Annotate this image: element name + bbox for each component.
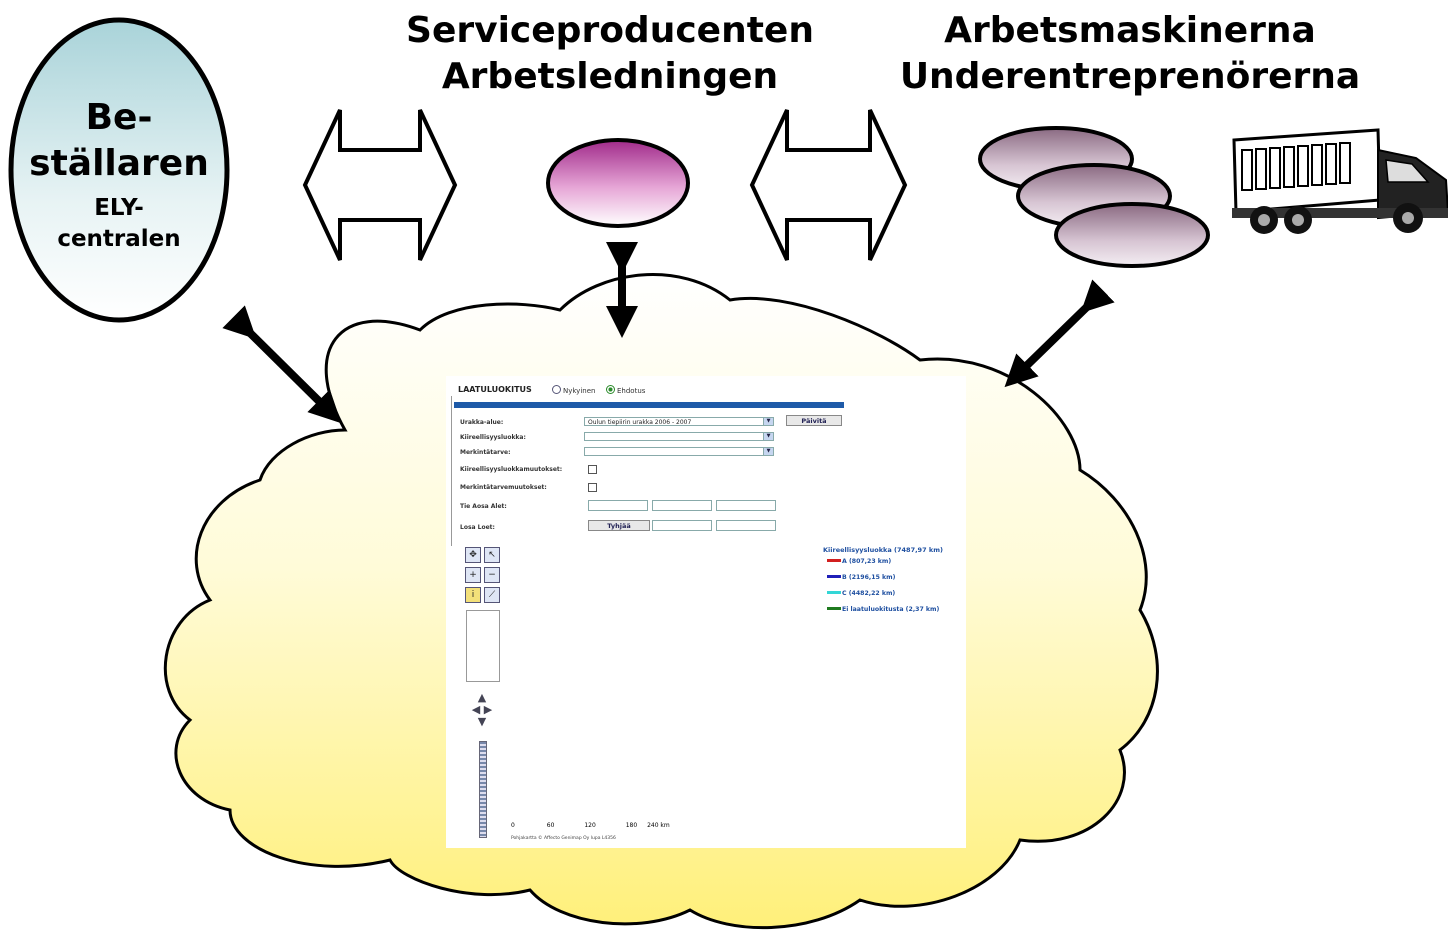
machines-line1: Arbetsmaskinerna: [944, 10, 1316, 51]
legend-title: Kiireellisyysluokka (7487,97 km): [823, 546, 943, 554]
radio-proposal[interactable]: Ehdotus: [606, 385, 645, 395]
panel-divider: [451, 396, 452, 546]
legend-swatch-b: [827, 575, 841, 578]
label-urakka-alue: Urakka-alue:: [460, 419, 504, 426]
info-icon[interactable]: i: [465, 587, 481, 603]
orderer-line4: centralen: [57, 226, 181, 252]
label-merkintatarve: Merkintätarve:: [460, 449, 511, 456]
label-losa-loet: Losa Loet:: [460, 524, 495, 531]
pan-arrows-icon[interactable]: ▲◀ ▶▼: [471, 691, 493, 728]
service-producer-ellipse: [546, 138, 690, 228]
legend-item-a: A (807,23 km): [827, 558, 891, 565]
service-producer-line2: Arbetsledningen: [441, 56, 779, 97]
update-button[interactable]: Päivitä: [786, 415, 842, 426]
legend-swatch-a: [827, 559, 841, 562]
label-kiireellisyysluokka: Kiireellisyysluokka:: [460, 434, 526, 441]
arrow-orderer-cloud: [222, 305, 342, 424]
radio-proposal-label: Ehdotus: [617, 387, 646, 395]
overview-map-icon[interactable]: [466, 610, 500, 682]
legend-label-a: A (807,23 km): [842, 558, 892, 565]
chevron-down-icon: ▼: [763, 418, 773, 425]
orderer-line2: ställaren: [29, 143, 209, 184]
title-bar: [454, 402, 844, 408]
legend-swatch-c: [827, 591, 841, 594]
radio-current[interactable]: Nykyinen: [552, 385, 595, 395]
measure-icon[interactable]: ⟋: [484, 587, 500, 603]
scale-label-180: 180: [625, 822, 638, 829]
aosa-input[interactable]: [652, 500, 712, 511]
machines-line2: Underentreprenörerna: [899, 56, 1361, 97]
merkintatarvemuutokset-checkbox[interactable]: [588, 483, 597, 492]
legend-label-c: C (4482,22 km): [842, 590, 896, 597]
app-screenshot: LAATULUOKITUS Nykyinen Ehdotus Urakka-al…: [446, 376, 966, 848]
machines-heading: Arbetsmaskinerna Underentreprenörerna: [875, 8, 1385, 100]
hollow-double-arrow-left: [302, 109, 458, 261]
map-copyright: Pohjakartta © Affecto Genimap Oy lupa L4…: [511, 836, 616, 841]
alet-input[interactable]: [716, 500, 776, 511]
merkintatarve-select[interactable]: ▼: [584, 447, 774, 456]
service-producer-heading: Serviceproducenten Arbetsledningen: [385, 8, 835, 100]
kiireellisyysluokka-select[interactable]: ▼: [584, 432, 774, 441]
zoom-out-icon[interactable]: −: [484, 567, 500, 583]
urakka-select-value: Oulun tiepiirin urakka 2006 - 2007: [588, 419, 692, 426]
scale-label-240: 240 km: [647, 822, 670, 829]
chevron-down-icon: ▼: [763, 433, 773, 440]
losa-input[interactable]: [652, 520, 712, 531]
machine-ellipse-3: [1054, 202, 1210, 268]
loet-input[interactable]: [716, 520, 776, 531]
chevron-down-icon: ▼: [763, 448, 773, 455]
map-scale: 0 60 120 180 240 km: [511, 822, 670, 829]
orderer-line1: Be-: [85, 97, 153, 138]
kiireellisyysluokkamuutokset-checkbox[interactable]: [588, 465, 597, 474]
zoom-slider[interactable]: [479, 741, 487, 838]
orderer-ellipse: [8, 17, 230, 323]
pan-tool-icon[interactable]: ✥: [465, 547, 481, 563]
scale-label-120: 120: [584, 822, 596, 829]
legend-swatch-unclassified: [827, 607, 841, 610]
app-title: LAATULUOKITUS: [458, 385, 532, 394]
radio-current-label: Nykyinen: [563, 387, 596, 395]
legend-item-unclassified: Ei laatuluokitusta (2,37 km): [827, 606, 939, 613]
orderer-line3: ELY-: [94, 195, 144, 221]
urakka-select[interactable]: Oulun tiepiirin urakka 2006 - 2007 ▼: [584, 417, 774, 426]
zoom-in-icon[interactable]: +: [465, 567, 481, 583]
legend-item-c: C (4482,22 km): [827, 590, 895, 597]
service-producer-line1: Serviceproducenten: [406, 10, 814, 51]
select-tool-icon[interactable]: ↖: [484, 547, 500, 563]
label-kiireellisyysluokkamuutokset: Kiireellisyysluokkamuutokset:: [460, 466, 563, 473]
legend-label-unclassified: Ei laatuluokitusta (2,37 km): [842, 606, 940, 613]
tie-input[interactable]: [588, 500, 648, 511]
clear-button[interactable]: Tyhjää: [588, 520, 650, 531]
legend-item-b: B (2196,15 km): [827, 574, 895, 581]
legend-label-b: B (2196,15 km): [842, 574, 896, 581]
label-merkintatarvemuutokset: Merkintätarvemuutokset:: [460, 484, 547, 491]
hollow-double-arrow-right: [749, 109, 908, 261]
scale-label-60: 60: [546, 822, 555, 829]
truck-icon: [1232, 128, 1448, 234]
arrow-machines-cloud: [1004, 279, 1115, 388]
label-tie-aosa-alet: Tie Aosa Alet:: [460, 503, 507, 510]
scale-label-0: 0: [511, 822, 515, 829]
